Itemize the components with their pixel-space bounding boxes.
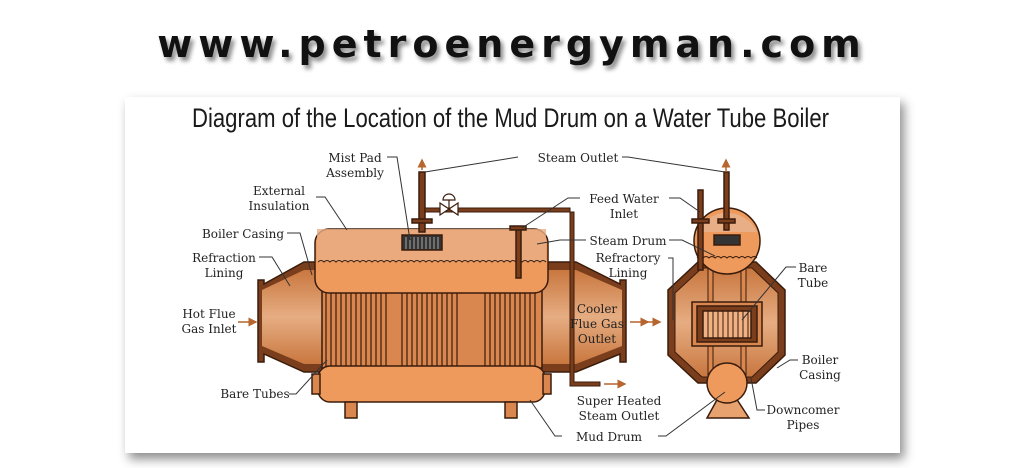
label-refraction-lining-2: Lining: [205, 266, 244, 280]
label-super-heated-steam-outlet-2: Steam Outlet: [579, 409, 660, 423]
label-mist-pad: Mist Pad: [328, 151, 382, 165]
website-watermark: www.petroenergyman.com: [157, 22, 867, 66]
valve-icon: [439, 193, 459, 217]
leader-lines: [259, 156, 798, 437]
mud-drum-left: [317, 365, 546, 403]
label-downcomer-pipes: Downcomer: [766, 403, 839, 417]
side-view-boiler: [257, 171, 627, 419]
label-refraction-lining: Refraction: [192, 251, 256, 265]
label-steam-drum: Steam Drum: [590, 234, 668, 248]
label-cooler-flue-gas-outlet: Cooler: [577, 302, 618, 316]
label-cooler-flue-gas-outlet-3: Outlet: [578, 332, 616, 346]
label-hot-flue-gas-inlet: Hot Flue: [182, 307, 235, 321]
end-view-boiler: [667, 171, 786, 419]
label-downcomer-pipes-2: Pipes: [787, 418, 820, 432]
label-external-insulation-2: Insulation: [249, 199, 310, 213]
label-feed-water-inlet-2: Inlet: [610, 207, 638, 221]
label-super-heated-steam-outlet: Super Heated: [577, 394, 662, 408]
label-bare-tube-2: Tube: [798, 276, 829, 290]
label-bare-tubes: Bare Tubes: [220, 387, 289, 401]
label-refractory-lining-2: Lining: [609, 266, 648, 280]
label-steam-outlet: Steam Outlet: [538, 151, 619, 165]
label-hot-flue-gas-inlet-2: Gas Inlet: [182, 322, 237, 336]
diagram-title: Diagram of the Location of the Mud Drum …: [192, 103, 829, 133]
label-bare-tube: Bare: [799, 261, 828, 275]
label-mud-drum: Mud Drum: [576, 430, 643, 444]
label-refractory-lining: Refractory: [596, 251, 661, 265]
mud-drum-right: [706, 362, 748, 404]
label-boiler-casing-right-2: Casing: [799, 368, 841, 382]
label-boiler-casing-left: Boiler Casing: [202, 227, 284, 241]
label-mist-pad-2: Assembly: [325, 166, 384, 180]
label-feed-water-inlet: Feed Water: [589, 192, 659, 206]
label-boiler-casing-right: Boiler: [802, 353, 839, 367]
label-external-insulation: External: [253, 184, 305, 198]
diagram-card: Diagram of the Location of the Mud Drum …: [125, 97, 900, 453]
label-cooler-flue-gas-outlet-2: Flue Gas: [570, 317, 624, 331]
boiler-diagram: Diagram of the Location of the Mud Drum …: [182, 103, 842, 444]
